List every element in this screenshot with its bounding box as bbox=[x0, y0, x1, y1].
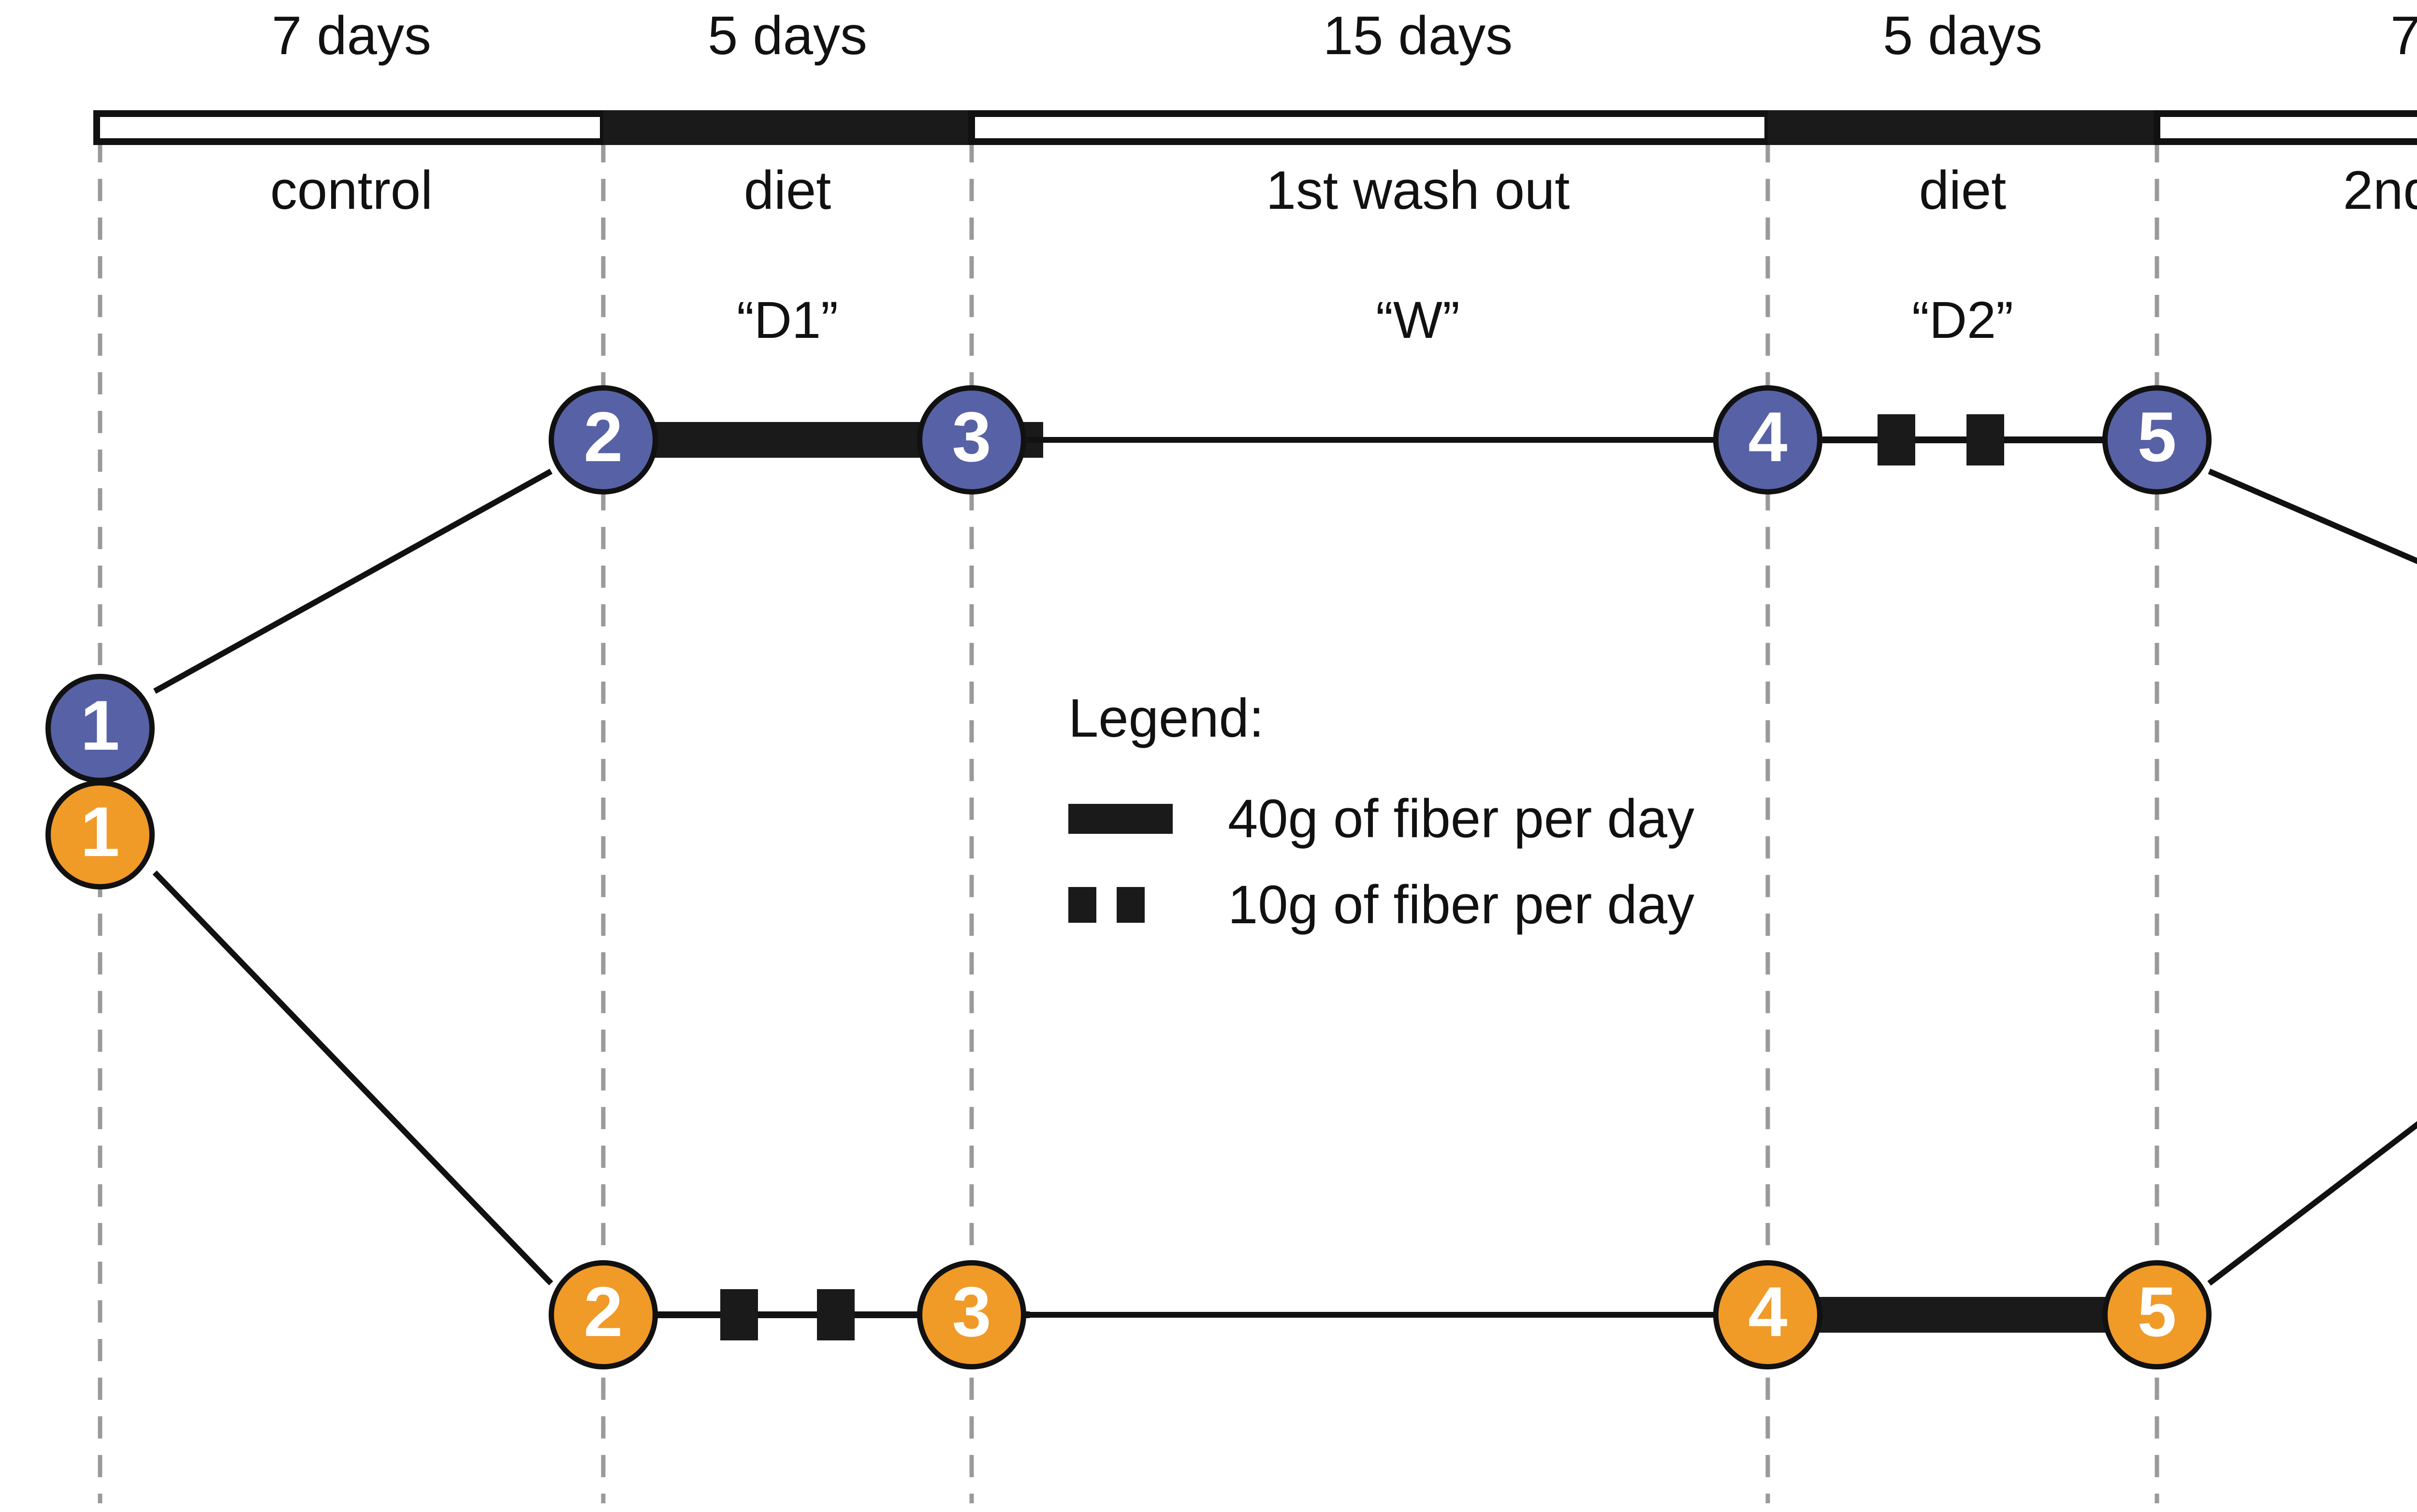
timeline-segment-diet-d1 bbox=[603, 110, 972, 145]
code-label-w: “W” bbox=[1376, 291, 1460, 349]
node-blue-2-label: 2 bbox=[583, 397, 623, 476]
node-blue-2[interactable]: 2 bbox=[549, 385, 658, 494]
connector-orange-5-6 bbox=[2207, 1121, 2417, 1286]
code-label-d1: “D1” bbox=[737, 291, 838, 349]
phase-label-washout-1: 1st wash out bbox=[1266, 160, 1570, 220]
connector-blue-4-5-block-2 bbox=[1966, 414, 2004, 465]
node-orange-3-label: 3 bbox=[952, 1272, 991, 1351]
node-blue-3[interactable]: 3 bbox=[917, 385, 1026, 494]
connector-orange-2-3-block-1 bbox=[720, 1289, 758, 1340]
node-orange-2[interactable]: 2 bbox=[549, 1260, 658, 1369]
phase-label-diet-d2: diet bbox=[1919, 160, 2007, 220]
legend-label-40g: 40g of fiber per day bbox=[1228, 788, 1695, 849]
node-blue-3-label: 3 bbox=[952, 397, 991, 476]
legend-entry-10g: 10g of fiber per day bbox=[1068, 878, 1694, 932]
timeline-bar bbox=[93, 110, 2417, 145]
node-blue-5[interactable]: 5 bbox=[2102, 385, 2212, 494]
node-blue-1-label: 1 bbox=[80, 686, 120, 765]
phase-label-washout-2: 2nd wash out bbox=[2343, 160, 2417, 220]
legend-label-10g: 10g of fiber per day bbox=[1228, 874, 1695, 935]
node-orange-5[interactable]: 5 bbox=[2102, 1260, 2212, 1369]
phase-label-control: control bbox=[270, 160, 433, 220]
orange-arm-connectors bbox=[152, 870, 2417, 1340]
duration-label-control: 7 days bbox=[272, 5, 431, 66]
timeline-segment-washout-2 bbox=[2154, 110, 2417, 145]
connector-orange-1-2 bbox=[152, 870, 553, 1286]
node-orange-1[interactable]: 1 bbox=[45, 780, 155, 889]
timeline-segment-washout-1 bbox=[968, 110, 1771, 145]
node-blue-4-label: 4 bbox=[1748, 397, 1788, 476]
blue-arm-connectors bbox=[153, 414, 2417, 694]
node-orange-1-label: 1 bbox=[80, 792, 120, 871]
duration-label-diet-d1: 5 days bbox=[708, 5, 867, 66]
legend-title: Legend: bbox=[1068, 688, 1264, 748]
connector-blue-1-2 bbox=[153, 468, 553, 694]
duration-label-diet-d2: 5 days bbox=[1883, 5, 2042, 66]
legend-entry-40g: 40g of fiber per day bbox=[1068, 792, 1694, 846]
node-orange-2-label: 2 bbox=[583, 1272, 623, 1351]
legend-swatch-solid-bar-icon bbox=[1068, 804, 1228, 834]
duration-label-washout-2: 7 days bbox=[2390, 5, 2417, 66]
connector-orange-4-5-thick bbox=[1818, 1297, 2108, 1333]
timeline-segment-control bbox=[93, 110, 607, 145]
legend: Legend: 40g of fiber per day 10g of fibe… bbox=[1068, 691, 1694, 932]
node-blue-1[interactable]: 1 bbox=[45, 674, 155, 783]
node-orange-3[interactable]: 3 bbox=[917, 1260, 1026, 1369]
connector-blue-5-6 bbox=[2208, 468, 2417, 564]
legend-swatch-dashed-blocks-icon bbox=[1068, 887, 1228, 923]
node-orange-4[interactable]: 4 bbox=[1713, 1260, 1822, 1369]
code-label-d2: “D2” bbox=[1912, 291, 2013, 349]
connector-blue-4-5-block-1 bbox=[1878, 414, 1915, 465]
node-blue-4[interactable]: 4 bbox=[1713, 385, 1822, 494]
timeline-segment-diet-d2 bbox=[1768, 110, 2157, 145]
node-orange-4-label: 4 bbox=[1748, 1272, 1788, 1351]
node-orange-5-label: 5 bbox=[2137, 1272, 2177, 1351]
connector-orange-2-3-block-2 bbox=[817, 1289, 855, 1340]
phase-label-diet-d1: diet bbox=[743, 160, 831, 220]
node-blue-5-label: 5 bbox=[2137, 397, 2177, 476]
duration-label-washout-1: 15 days bbox=[1323, 5, 1513, 66]
